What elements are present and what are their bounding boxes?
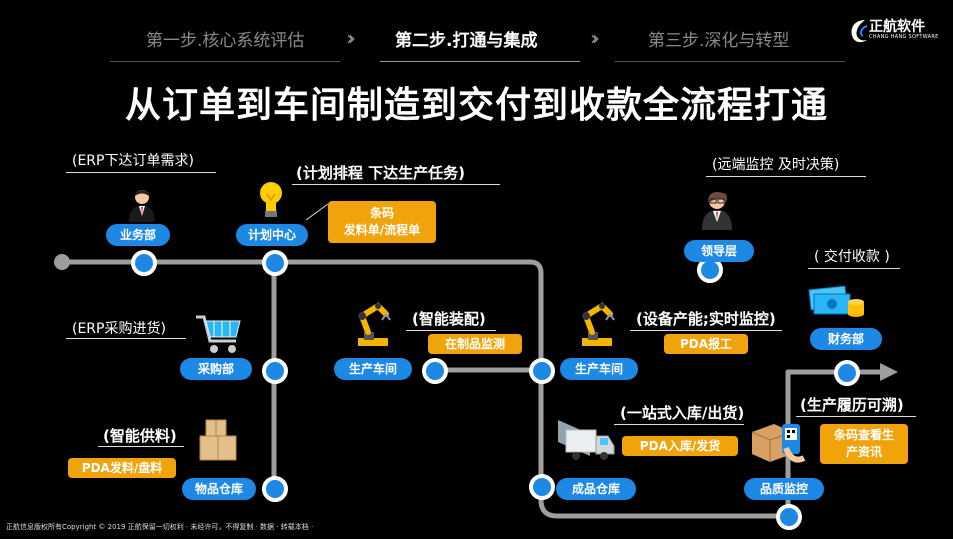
node-planning[interactable] (262, 250, 288, 276)
shopping-cart-icon (196, 315, 241, 353)
note-delivery: ( 交付收款 ) (814, 249, 890, 265)
note-underline (292, 184, 500, 185)
note-underline (808, 268, 900, 269)
step-2-divider (380, 61, 580, 62)
note-underline (406, 330, 496, 331)
tag-trace: 条码查看生 产资讯 (820, 424, 908, 464)
dept-finance[interactable]: 财务部 (810, 328, 882, 350)
robot-arm-icon (582, 302, 615, 346)
tag-pda-report: PDA报工 (664, 334, 748, 354)
lightbulb-icon (260, 182, 282, 217)
robot-arm-icon (358, 302, 391, 346)
note-underline (614, 424, 744, 425)
connector-line (305, 203, 329, 221)
logo-subtitle: CHANG HANG SOFTWARE (869, 34, 939, 40)
dept-workshop-1[interactable]: 生产车间 (334, 358, 412, 380)
copyright-footer: 正航信息版权所有Copyright © 2019 正航保留一切权利 · 未经许可… (6, 523, 314, 531)
step-3-divider (615, 61, 845, 62)
tag-barcode: 条码 发料单/流程单 (328, 201, 436, 243)
dept-planning[interactable]: 计划中心 (236, 224, 308, 246)
note-assembly: (智能装配) (412, 310, 486, 328)
tag-trace-line1: 条码查看生 (833, 428, 894, 442)
note-underline (66, 338, 186, 339)
leader-person-icon (702, 192, 732, 230)
note-monitor: (设备产能;实时监控) (636, 310, 776, 328)
node-workshop-2[interactable] (529, 358, 555, 384)
note-underline (706, 176, 866, 177)
dept-workshop-2[interactable]: 生产车间 (560, 358, 638, 380)
ch-swoosh-icon (851, 20, 868, 43)
dept-business[interactable]: 业务部 (106, 224, 170, 246)
step-1-divider (110, 61, 340, 62)
note-supply: (智能供料) (103, 427, 177, 445)
note-plan: (计划排程 下达生产任务) (296, 164, 465, 182)
node-material-warehouse[interactable] (262, 476, 288, 502)
company-logo: 正航软件 CHANG HANG SOFTWARE (847, 14, 947, 48)
note-trace: (生产履历可溯) (800, 396, 904, 414)
tag-barcode-line2: 发料单/流程单 (343, 223, 421, 237)
step-2-label[interactable]: 第二步.打通与集成 (395, 31, 538, 51)
note-remote: (远端监控 及时决策) (712, 157, 840, 173)
barcode-scan-icon (751, 424, 806, 463)
dept-product-warehouse[interactable]: 成品仓库 (556, 478, 636, 500)
note-underline (98, 446, 184, 447)
money-icon (808, 285, 864, 317)
step-3-label[interactable]: 第三步.深化与转型 (648, 31, 790, 51)
tag-trace-line2: 产资讯 (845, 445, 882, 459)
page-title: 从订单到车间制造到交付到收款全流程打通 (124, 85, 828, 126)
tag-pda-issue: PDA发料/盘料 (68, 458, 176, 478)
note-underline (630, 330, 782, 331)
node-workshop-1[interactable] (422, 358, 448, 384)
tag-barcode-line1: 条码 (369, 206, 394, 220)
node-purchasing[interactable] (262, 358, 288, 384)
step-1-label[interactable]: 第一步.核心系统评估 (146, 31, 305, 51)
tag-wip: 在制品监测 (428, 334, 522, 354)
delivery-truck-icon (558, 420, 615, 460)
dept-purchasing[interactable]: 采购部 (180, 358, 252, 380)
business-person-icon (129, 190, 155, 222)
dept-quality[interactable]: 品质监控 (744, 478, 824, 500)
note-erp-order: (ERP下达订单需求) (72, 153, 194, 169)
note-underline (66, 172, 216, 173)
dept-leader[interactable]: 领导层 (684, 240, 754, 262)
logo-name: 正航软件 (869, 19, 925, 35)
note-warehouse: (一站式入库/出货) (620, 404, 745, 422)
node-business[interactable] (131, 250, 157, 276)
note-underline (796, 416, 916, 417)
tag-pda-in: PDA入库/发货 (622, 436, 738, 456)
node-product-warehouse[interactable] (529, 474, 555, 500)
dept-material-warehouse[interactable]: 物品仓库 (182, 478, 256, 500)
note-erp-purchase: (ERP采购进货) (72, 321, 166, 337)
box-stack-icon (199, 419, 237, 461)
node-finance[interactable] (834, 360, 860, 386)
node-quality[interactable] (776, 504, 802, 530)
